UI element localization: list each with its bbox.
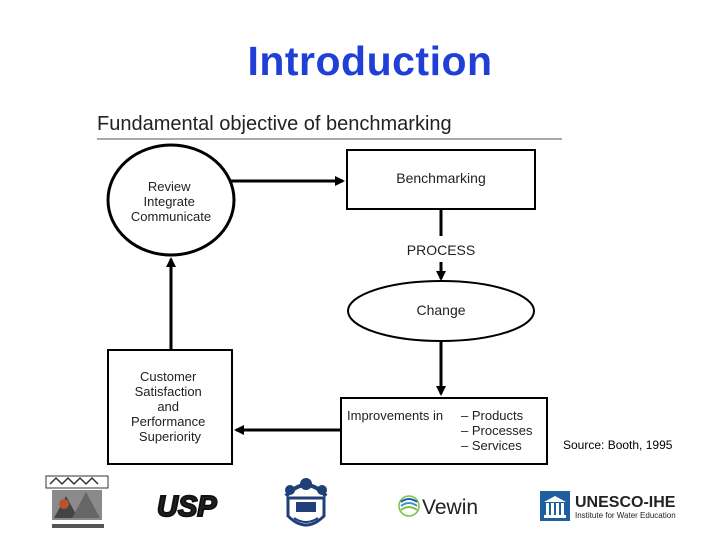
logo-strip: USP Vewin UNESCO-IHE Institute for Water…	[0, 470, 720, 540]
process-label: PROCESS	[407, 242, 475, 258]
customer-line: Customer	[140, 369, 197, 384]
improvement-item: – Services	[461, 438, 522, 453]
customer-line: and	[157, 399, 179, 414]
customer-label: Customer Satisfaction and Performance Su…	[131, 369, 209, 444]
improvement-item: – Products	[461, 408, 524, 423]
review-line: Integrate	[144, 194, 195, 209]
customer-line: Superiority	[139, 429, 202, 444]
benchmarking-label: Benchmarking	[396, 170, 486, 186]
benchmarking-box	[346, 149, 536, 210]
slide-title: Introduction	[247, 38, 493, 84]
review-label: Review Integrate Communicate	[131, 179, 211, 224]
vewin-logo: Vewin	[398, 495, 478, 519]
customer-line: Satisfaction	[135, 384, 202, 399]
usp-logo-text: USP	[157, 491, 217, 520]
review-line: Communicate	[131, 209, 211, 224]
improvements-label: Improvements in	[347, 408, 443, 423]
customer-line: Performance	[131, 414, 205, 429]
change-label: Change	[416, 302, 465, 318]
vewin-logo-text: Vewin	[422, 496, 478, 519]
source-citation: Source: Booth, 1995	[563, 438, 673, 452]
review-circle	[106, 143, 236, 257]
unesco-ihe-name: UNESCO-IHE	[575, 494, 676, 511]
improvements-box	[340, 397, 548, 465]
unesco-ihe-subtitle: Institute for Water Education	[575, 511, 676, 520]
diagram-heading: Fundamental objective of benchmarking	[97, 113, 452, 135]
improvement-items: – Products – Processes – Services	[461, 408, 536, 453]
improvement-item: – Processes	[461, 423, 533, 438]
review-line: Review	[148, 179, 191, 194]
university-seal-logo	[284, 478, 328, 527]
unesco-ihe-logo: UNESCO-IHE Institute for Water Education	[540, 491, 676, 521]
institute-crest-logo	[45, 475, 109, 528]
usp-logo: USP	[156, 490, 218, 520]
